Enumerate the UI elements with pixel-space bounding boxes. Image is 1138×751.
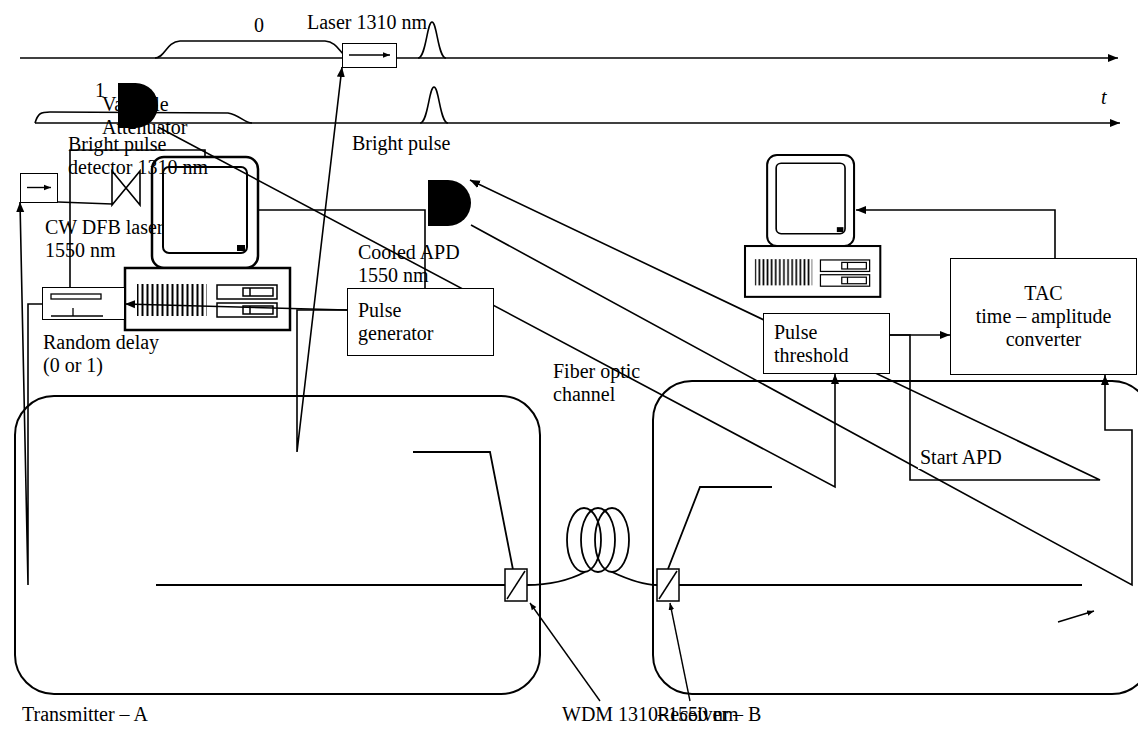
signal-connector [158,127,835,487]
process-box: TACtime – amplitude converter [950,258,1137,375]
laser-box: Laser 1310 nm [342,43,397,68]
box-label: time – amplitude converter [961,305,1126,351]
leader-lines [530,603,1094,701]
shape-outline [21,174,59,204]
shape-outline [118,83,158,128]
shape-outline [343,44,398,69]
signal-connector [58,202,112,204]
connector-label: Start APD [918,446,1004,469]
shape-outline [43,288,126,321]
box-label: Pulse threshold [774,321,874,367]
photodetector: Cooled APD 1550 nm [428,180,471,226]
signal-connector [20,202,42,585]
computer [745,155,880,297]
shape-outline [428,180,471,226]
laser-box: CW DFB laser 1550 nm [20,173,58,203]
photodetector: Bright pulse detector 1310 nm [118,83,158,128]
component-label: CW DFB laser 1550 nm [45,216,171,262]
component-label: Transmitter – A [22,703,148,726]
optical-fiber [156,452,1082,601]
box-label: Pulse generator [358,299,458,345]
timing-diagram [20,22,1120,123]
annotation: Fiber optic channel [553,360,665,406]
unit-enclosure: Transmitter – A [14,395,541,695]
component-label: Random delay (0 or 1) [43,331,163,377]
component-label: Laser 1310 nm [307,11,427,34]
timing-label: Bright pulse [352,132,450,155]
delay-generator: Random delay (0 or 1) [42,287,125,320]
component-label: Cooled APD 1550 nm [358,241,480,287]
annotation: WDM 1310–1550 nm [562,703,739,726]
process-box: Pulse generator [347,288,494,356]
unit-enclosure: Receiver – B [652,380,1138,695]
wires [70,150,1055,288]
timing-label: 1 [95,79,105,102]
timing-label: 0 [254,14,264,37]
process-box: Pulse threshold [763,313,890,374]
timing-label: t [1101,86,1107,109]
box-label: TAC [1024,282,1062,305]
component-label: Bright pulse detector 1310 nm [68,133,213,179]
